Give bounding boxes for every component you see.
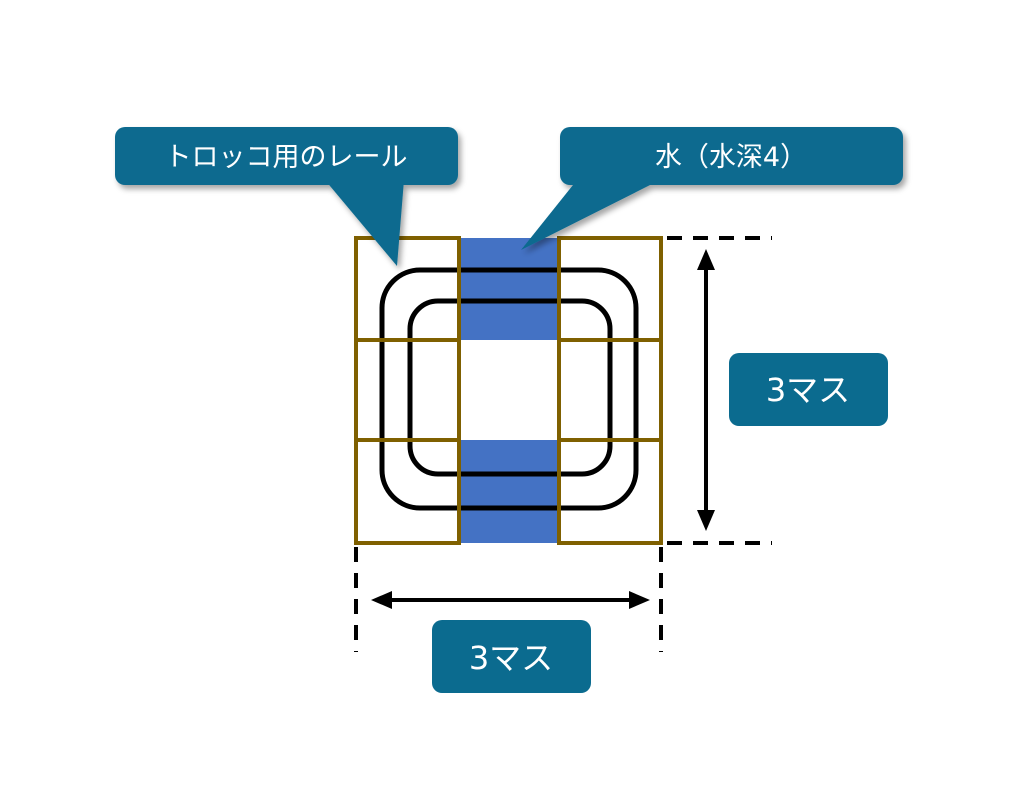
callout-water: [521, 127, 903, 250]
rail-outer-loop: [379, 267, 639, 511]
callout-rail: [115, 127, 458, 266]
rail-grid-right: [557, 236, 663, 545]
width-dimension: [354, 547, 663, 652]
callout-rail-label: トロッコ用のレール: [165, 142, 408, 173]
rail-grid-left: [354, 236, 461, 545]
width-label-box: [432, 620, 591, 693]
height-label: 3マス: [766, 371, 850, 409]
rail-inner-loop: [407, 298, 613, 477]
water-top-cell: [460, 238, 557, 340]
width-label: 3マス: [469, 639, 553, 677]
callout-water-label: 水（水深4）: [655, 142, 807, 173]
height-label-box: [729, 353, 888, 426]
height-dimension: [667, 236, 772, 545]
water-bottom-cell: [460, 440, 557, 543]
